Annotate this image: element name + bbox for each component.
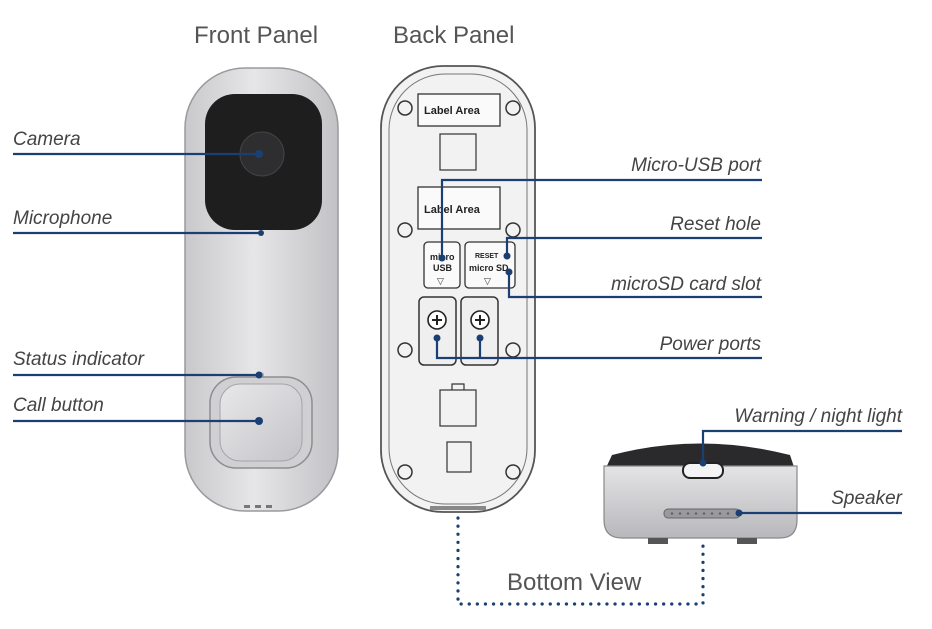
callout-microphone: Microphone (13, 208, 264, 236)
microphone-label: Microphone (13, 208, 112, 229)
callout-power-ports: Power ports (433, 334, 762, 360)
svg-text:▽: ▽ (437, 276, 444, 286)
micro-usb-port-label: Micro-USB port (631, 155, 762, 176)
front-panel-title: Front Panel (194, 22, 318, 49)
power-ports-label: Power ports (660, 334, 762, 355)
status-indicator-label: Status indicator (13, 349, 145, 370)
svg-text:USB: USB (433, 263, 453, 273)
power-screw-left (427, 310, 447, 330)
callout-micro-usb-port: Micro-USB port (438, 155, 762, 262)
callout-microsd-card-slot: microSD card slot (505, 268, 762, 299)
bottom-view-connector (456, 516, 705, 606)
bottom-view-device (603, 443, 798, 544)
power-port-left (418, 296, 457, 366)
power-port-right (460, 296, 499, 366)
svg-text:Label Area: Label Area (424, 105, 481, 117)
speaker-label: Speaker (831, 488, 902, 509)
microsd-card-slot (464, 241, 516, 289)
back-panel-device: Label Area Label Area micro USB ▽ RESET … (380, 65, 536, 513)
reset-hole-label: Reset hole (670, 214, 761, 235)
svg-text:Label Area: Label Area (424, 204, 481, 216)
call-button-label: Call button (13, 395, 104, 416)
callout-call-button: Call button (13, 395, 263, 425)
back-panel-title: Back Panel (393, 22, 514, 49)
callout-status-indicator: Status indicator (13, 349, 263, 379)
power-screw-right (470, 310, 490, 330)
label-area-top (417, 93, 501, 127)
svg-text:micro SD: micro SD (469, 263, 509, 273)
front-panel-device (184, 67, 339, 512)
callout-reset-hole: Reset hole (503, 214, 762, 260)
callout-camera: Camera (13, 129, 263, 158)
svg-text:▽: ▽ (484, 276, 491, 286)
warning-night-light-label: Warning / night light (734, 406, 902, 427)
microsd-card-slot-label: microSD card slot (611, 274, 762, 295)
bottom-view-title: Bottom View (507, 569, 642, 596)
label-area-bottom (417, 186, 501, 230)
svg-text:RESET: RESET (475, 253, 499, 260)
callout-warning-night-light: Warning / night light (699, 406, 903, 467)
camera-label: Camera (13, 129, 81, 150)
callout-speaker: Speaker (735, 488, 903, 517)
